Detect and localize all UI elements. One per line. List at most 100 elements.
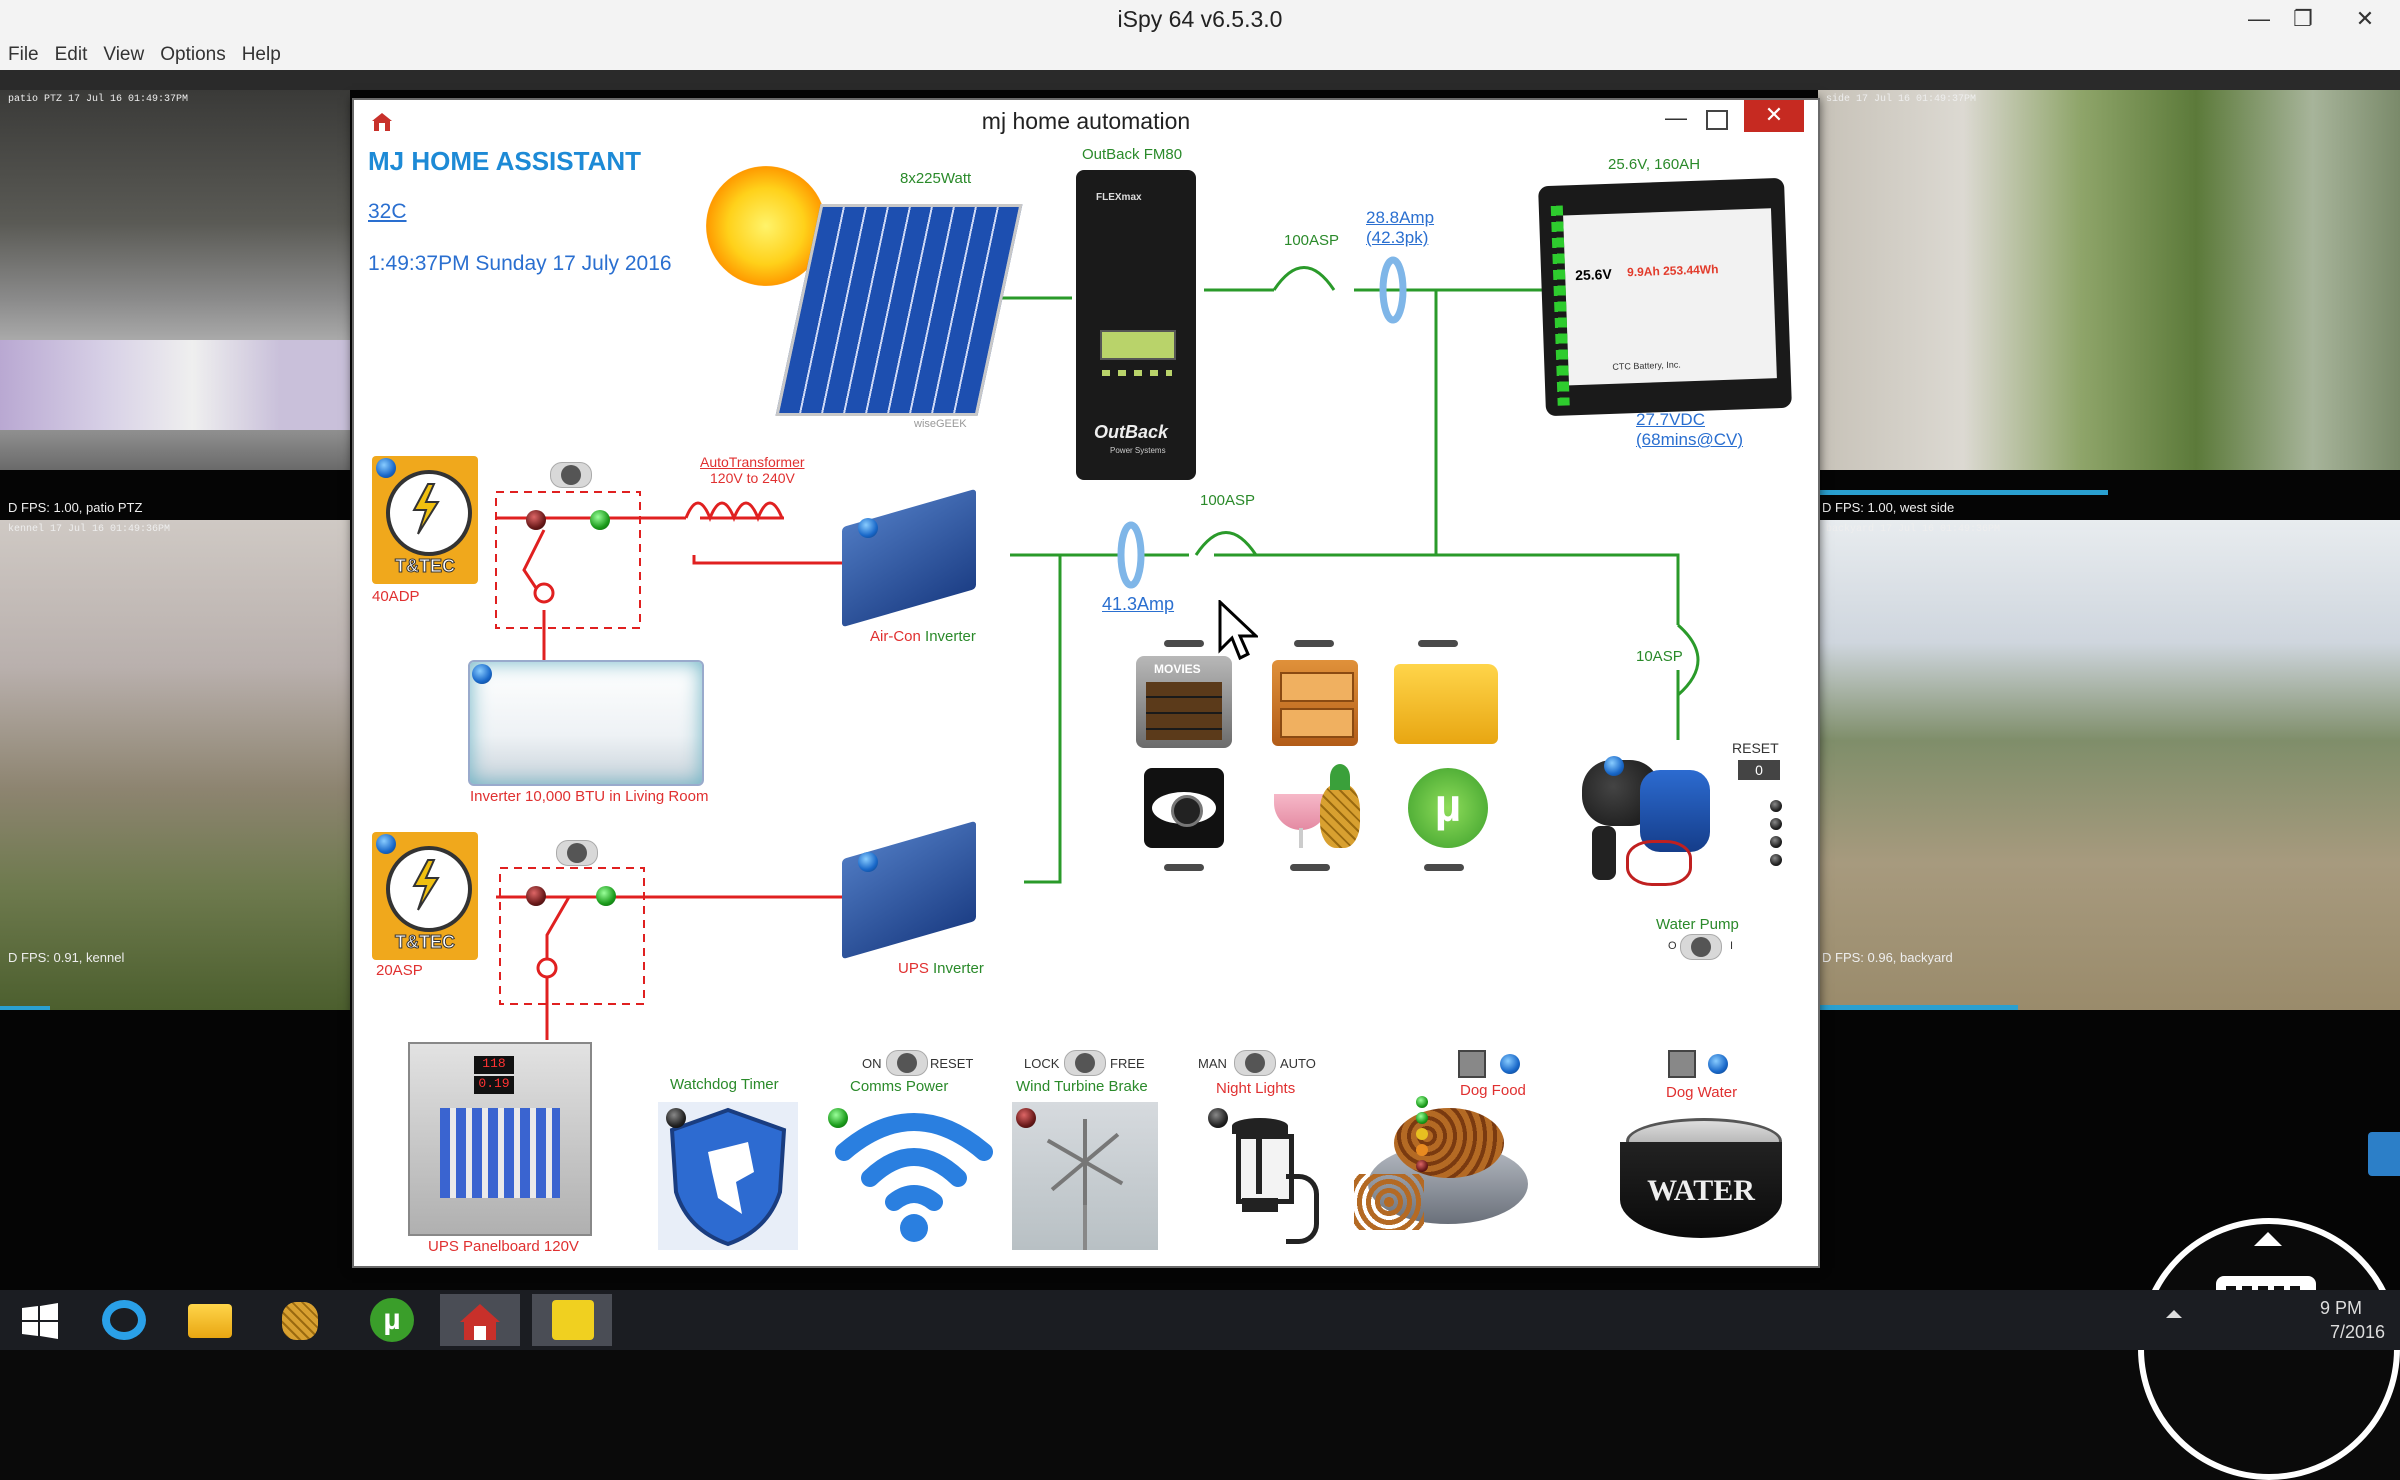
pump-reset-label: RESET [1732, 740, 1779, 756]
minimize-button[interactable]: — [2248, 6, 2270, 31]
tray-expand-icon[interactable] [2166, 1310, 2182, 1318]
pump-counter[interactable]: 0 [1738, 760, 1780, 780]
off-led [526, 510, 546, 530]
browser-icon [102, 1300, 146, 1340]
bus-current-link[interactable]: 41.3Amp [1102, 594, 1175, 614]
dialog-title: mj home automation [981, 108, 1191, 134]
wind-turbine-icon[interactable] [1012, 1102, 1158, 1250]
eye-icon[interactable] [1144, 768, 1224, 848]
wifi-icon[interactable] [824, 1096, 1004, 1246]
windows-icon [22, 1303, 58, 1339]
on-led [596, 886, 616, 906]
controller-brand: FLEXmax [1096, 192, 1142, 203]
dogfood-checkbox[interactable] [1458, 1050, 1486, 1078]
dialog-minimize-button[interactable]: — [1665, 105, 1687, 130]
comms-label: Comms Power [850, 1078, 949, 1095]
dogwater-checkbox[interactable] [1668, 1050, 1696, 1078]
folder-icon[interactable] [1394, 664, 1498, 744]
aircon-toggle[interactable] [550, 462, 592, 488]
panel-watermark: wiseGEEK [914, 418, 967, 430]
ttec-logo: T&TEC [372, 832, 478, 960]
ttec-logo-text: T&TEC [395, 556, 456, 577]
menu-bar: File Edit View Options Help [0, 40, 2400, 70]
lantern-icon[interactable] [1202, 1104, 1322, 1252]
explorer-button[interactable] [170, 1294, 250, 1346]
automation-app-button[interactable] [440, 1294, 520, 1346]
camera-caption: kennel 17 Jul 16 01:49:36PM [8, 524, 171, 535]
cabinet-icon[interactable] [1272, 660, 1358, 746]
ttec-logo-text: T&TEC [395, 932, 456, 953]
utorrent-button[interactable]: µ [350, 1294, 430, 1346]
camera-backyard[interactable]: backyard 17 Jul 16 01:49:36PM [1818, 520, 2400, 1010]
ttec-logo: T&TEC [372, 456, 478, 584]
comms-on-label: ON [862, 1056, 882, 1071]
battery-icon: 25.6V 9.9Ah 253.44Wh CTC Battery, Inc. [1538, 177, 1792, 417]
level-led [1416, 1160, 1428, 1172]
menu-options[interactable]: Options [160, 44, 226, 65]
camera-caption: backyard 17 Jul 16 01:49:36PM [1826, 524, 2001, 535]
dialog-maximize-button[interactable] [1696, 100, 1736, 140]
close-button[interactable]: ✕ [2355, 6, 2375, 31]
app-indicator [1164, 640, 1204, 647]
menu-view[interactable]: View [103, 44, 145, 65]
transformer-range: 120V to 240V [710, 470, 795, 486]
dog-food-icon[interactable] [1354, 1094, 1532, 1244]
temperature-link[interactable]: 32C [368, 200, 407, 223]
level-led [1416, 1096, 1428, 1108]
menu-file[interactable]: File [8, 44, 39, 65]
camera-status: D FPS: 0.96, backyard [1822, 950, 1953, 965]
menu-help[interactable]: Help [241, 44, 281, 65]
charge-peak-link[interactable]: (42.3pk) [1366, 228, 1429, 247]
pump-on-label: I [1730, 940, 1734, 952]
off-led [526, 886, 546, 906]
app-indicator [1418, 640, 1458, 647]
status-led [1604, 756, 1624, 776]
status-led [1500, 1054, 1520, 1074]
maximize-button[interactable]: ❐ [2293, 6, 2313, 31]
comms-toggle[interactable] [886, 1050, 928, 1076]
battery-state-link[interactable]: (68mins@CV) [1636, 430, 1743, 449]
status-led [858, 852, 878, 872]
wind-toggle[interactable] [1064, 1050, 1106, 1076]
aircon-inverter-label: Air-Con Inverter [870, 628, 976, 645]
movies-icon[interactable]: MOVIES [1136, 656, 1232, 748]
pump-toggle[interactable] [1680, 934, 1722, 960]
app-title: iSpy 64 v6.5.3.0 [1117, 6, 1283, 32]
battery-sticker-voltage: 25.6V [1574, 265, 1613, 284]
ispy-button[interactable] [532, 1294, 612, 1346]
tray-date: 7/2016 [2330, 1322, 2386, 1342]
indicator-led [1770, 818, 1782, 830]
water-bowl-icon[interactable]: WATER [1620, 1118, 1782, 1242]
level-led [1416, 1144, 1428, 1156]
dialog-close-button[interactable]: ✕ [1744, 100, 1804, 132]
on-led [590, 510, 610, 530]
current-sensor-icon [1379, 256, 1407, 324]
tray-time: 9 PM [2320, 1298, 2363, 1318]
cocktail-app-button[interactable] [260, 1294, 340, 1346]
camera-status: D FPS: 0.91, kennel [8, 950, 125, 965]
app-title-bar: iSpy 64 v6.5.3.0 — ❐ ✕ [0, 0, 2400, 41]
bus-breaker-label: 100ASP [1200, 492, 1256, 509]
status-led [376, 458, 396, 478]
aircon-unit-icon [468, 660, 704, 786]
camera-patio[interactable]: patio PTZ 17 Jul 16 01:49:37PM [0, 90, 350, 470]
menu-edit[interactable]: Edit [54, 44, 88, 65]
sun-icon [706, 166, 826, 286]
side-panel-tab[interactable] [2368, 1132, 2400, 1176]
night-man-label: MAN [1198, 1056, 1227, 1071]
utorrent-icon[interactable]: µ [1408, 768, 1488, 848]
camera-status: D FPS: 1.00, patio PTZ [8, 500, 143, 515]
charge-current-link[interactable]: 28.8Amp [1366, 208, 1435, 227]
ie-button[interactable] [84, 1294, 164, 1346]
ups-toggle[interactable] [556, 840, 598, 866]
start-button[interactable] [0, 1294, 80, 1346]
watchdog-icon[interactable] [658, 1102, 798, 1250]
night-toggle[interactable] [1234, 1050, 1276, 1076]
status-led [376, 834, 396, 854]
battery-voltage-link[interactable]: 27.7VDC [1636, 410, 1705, 429]
cocktail-icon[interactable] [1274, 764, 1366, 854]
camera-kennel[interactable]: kennel 17 Jul 16 01:49:36PM [0, 520, 350, 1010]
pump-off-label: O [1668, 940, 1677, 952]
camera-west-side[interactable]: side 17 Jul 16 01:49:37PM [1818, 90, 2400, 470]
controller-sub: Power Systems [1110, 446, 1166, 455]
